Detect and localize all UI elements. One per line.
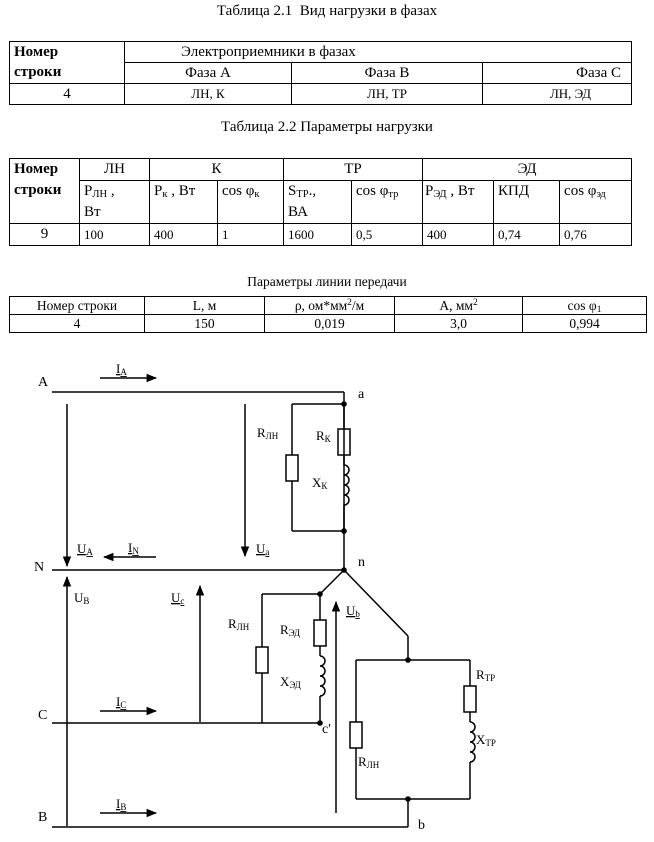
label-node-n: n [358, 555, 365, 570]
label-node-b: b [418, 818, 425, 833]
label-x-k: XК [312, 475, 328, 491]
group-ed: ЭД [422, 158, 633, 181]
table1-caption: Таблица 2.1 Вид нагрузки в фазах [216, 3, 438, 19]
label-current-in: IN [128, 540, 139, 556]
label-current-ib: IB [116, 796, 126, 812]
header-kpd: КПД [493, 180, 561, 224]
label-voltage-u-a-load: Ua [256, 541, 269, 557]
header-p-ed: РЭД , Вт [422, 180, 495, 224]
group-ln: ЛН [79, 158, 150, 181]
circuit-diagram: A N C B a n c' b IA IN IC IB UA UB Ua Uc… [34, 361, 496, 833]
resistor-r-ln-c [255, 646, 269, 674]
header-area: А, мм2 [394, 296, 523, 315]
resistor-r-ed [313, 619, 327, 647]
cell-s-tr: 1600 [283, 223, 353, 246]
inductor-x-ed [319, 655, 326, 697]
label-r-ln-b: RЛН [358, 754, 380, 770]
cell-phase-c: ЛН, ЭД [481, 83, 633, 105]
inductor-x-k [343, 464, 350, 506]
inductor-x-tr [469, 721, 476, 763]
node-dot-n [341, 567, 347, 573]
header-cos-ed: cos φэд [559, 180, 633, 224]
cell-cos-ed: 0,76 [559, 223, 633, 246]
label-node-a: a [358, 387, 365, 402]
header-p-ln: РЛН , Вт [79, 180, 150, 224]
table2-caption: Таблица 2.2 Параметры нагрузки [221, 119, 433, 135]
cell-number: 4 [9, 314, 145, 333]
header-phase-b: Фаза В [291, 62, 483, 84]
cell-phase-b: ЛН, ТР [291, 83, 483, 105]
header-cos-k: cos φк [216, 180, 285, 224]
cell-length: 150 [144, 314, 265, 333]
header-p-k: Рк , Вт [149, 180, 218, 224]
header-phase-a: Фаза А [124, 62, 292, 84]
group-header: Электроприемники в фазах [123, 41, 633, 63]
cell-number: 9 [9, 223, 80, 246]
label-r-ln-a: RЛН [257, 425, 279, 441]
header-s-tr: SТР., ВА [283, 180, 353, 224]
node-dot-a [341, 401, 347, 407]
cell-cos: 0,994 [522, 314, 647, 333]
label-node-A: A [38, 375, 49, 390]
table-line-params: Номер строки L, м ρ, ом*мм2/м А, мм2 cos… [9, 296, 647, 333]
group-k: К [148, 158, 285, 181]
label-current-ia: IA [116, 361, 127, 377]
resistor-r-tr [463, 685, 477, 713]
cell-area: 3,0 [394, 314, 523, 333]
label-r-tr: RТР [476, 667, 495, 683]
label-r-k: RК [316, 428, 332, 444]
label-voltage-uc: Uc [171, 590, 184, 606]
label-voltage-u-b-load: Ub [346, 603, 360, 619]
label-node-N: N [34, 560, 44, 575]
resistor-r-ln-a [285, 454, 299, 482]
header-number: Номер строки [9, 296, 145, 315]
cell-rho: 0,019 [264, 314, 395, 333]
header-length: L, м [144, 296, 265, 315]
header-cos: cos φ1 [522, 296, 647, 315]
cell-cos-k: 1 [216, 223, 285, 246]
cell-kpd: 0,74 [493, 223, 561, 246]
header-phase-c: Фаза С [481, 62, 633, 84]
label-voltage-ub: UB [74, 590, 89, 606]
cell-p-ed: 400 [422, 223, 495, 246]
table-row: 4 ЛН, К ЛН, ТР ЛН, ЭД [9, 83, 633, 105]
table-row: 4 150 0,019 3,0 0,994 [9, 314, 647, 333]
label-node-B: B [38, 810, 47, 825]
cell-phase-a: ЛН, К [124, 83, 292, 105]
cell-p-k: 400 [149, 223, 218, 246]
node-dot-c [317, 720, 323, 726]
header-cos-tr: cos φтр [351, 180, 424, 224]
label-x-tr: XТР [476, 732, 496, 748]
group-tr: ТР [283, 158, 424, 181]
table-row: 9 100 400 1 1600 0,5 400 0,74 0,76 [9, 223, 633, 246]
cell-number: 4 [9, 83, 125, 105]
label-x-ed: XЭД [280, 674, 301, 690]
cell-cos-tr: 0,5 [351, 223, 424, 246]
label-node-c: c' [322, 722, 331, 737]
resistor-r-ln-b [349, 721, 363, 749]
label-voltage-ua: UA [77, 541, 93, 557]
cell-p-ln: 100 [79, 223, 150, 246]
label-current-ic: IC [116, 694, 126, 710]
table3-caption: Параметры линии передачи [247, 274, 407, 289]
header-rho: ρ, ом*мм2/м [264, 296, 395, 315]
label-r-ed: RЭД [280, 622, 300, 638]
label-node-C: C [38, 708, 47, 723]
label-r-ln-c: RЛН [228, 616, 250, 632]
